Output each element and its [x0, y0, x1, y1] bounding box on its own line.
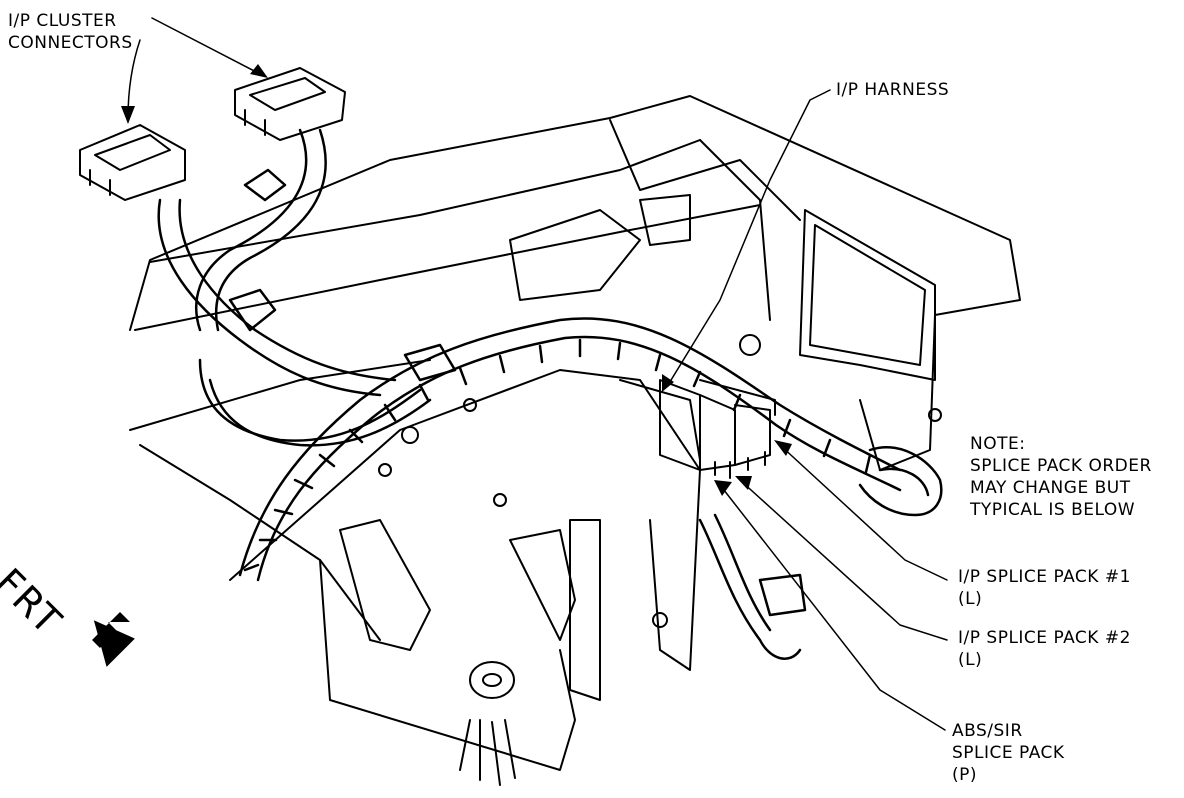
ip-harness-bundle — [157, 128, 943, 660]
splice-pack-2-name: I/P SPLICE PACK #2 — [958, 628, 1131, 648]
abs-sir-line1: ABS/SIR — [952, 721, 1023, 741]
splice-pack-1-type: (L) — [958, 589, 983, 609]
splice-pack-2-type: (L) — [958, 650, 983, 670]
abs-sir-line2: SPLICE PACK — [952, 743, 1065, 763]
note-line3: MAY CHANGE BUT — [970, 478, 1131, 498]
instrument-panel-carrier — [129, 95, 1021, 641]
arrowheads — [121, 64, 792, 496]
note-line2: SPLICE PACK ORDER — [970, 456, 1152, 476]
cluster-connectors-label-line2: CONNECTORS — [8, 33, 133, 53]
column-support-bracket — [229, 334, 942, 786]
note-label: NOTE: SPLICE PACK ORDER MAY CHANGE BUT T… — [970, 433, 1152, 521]
note-line4: TYPICAL IS BELOW — [970, 500, 1136, 520]
cluster-connector-right — [234, 67, 346, 141]
splice-pack-1-label: I/P SPLICE PACK #1 (L) — [958, 566, 1131, 610]
ip-harness-label: I/P HARNESS — [836, 80, 950, 100]
leader-lines — [127, 17, 948, 731]
note-line1: NOTE: — [970, 434, 1026, 454]
abs-sir-label: ABS/SIR SPLICE PACK (P) — [952, 720, 1065, 786]
cluster-connector-left — [79, 124, 186, 201]
cluster-connectors-label: I/P CLUSTER CONNECTORS — [8, 10, 133, 54]
cluster-connectors-label-line1: I/P CLUSTER — [8, 11, 117, 31]
splice-pack-2-label: I/P SPLICE PACK #2 (L) — [958, 627, 1131, 671]
splice-pack-1-name: I/P SPLICE PACK #1 — [958, 567, 1131, 587]
splice-packs — [659, 379, 776, 479]
abs-sir-line3: (P) — [952, 765, 978, 785]
front-arrow — [92, 604, 135, 667]
